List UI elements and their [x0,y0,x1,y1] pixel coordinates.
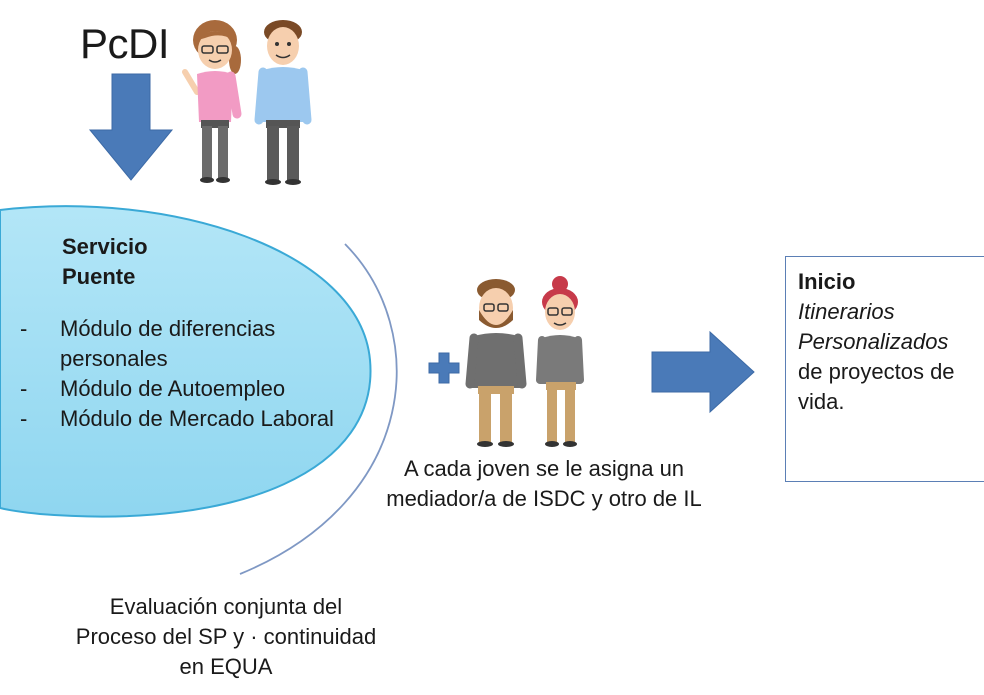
woman-figure [182,20,242,183]
result-line3: de proyectos de vida. [798,359,955,414]
service-title-line1: Servicio [62,234,148,259]
result-title: Inicio [798,269,856,294]
male-mediator-figure [465,279,527,447]
right-arrow-icon [651,330,755,414]
service-title-line2: Puente [62,264,136,289]
module-list: Módulo de diferencias personales Módulo … [20,314,360,434]
people-pair-icon [182,20,312,185]
module-item: Módulo de Mercado Laboral [20,404,360,434]
female-mediator-figure [536,276,584,447]
man-figure [254,20,312,185]
result-line2: Personalizados [798,329,949,354]
plus-icon [428,352,460,384]
pcdi-label: PcDI [80,20,170,67]
down-arrow-icon [88,73,174,181]
evaluation-caption: Evaluación conjunta del Proceso del SP y… [75,594,377,679]
module-item: Módulo de diferencias personales [20,314,360,374]
assignment-caption: A cada joven se le asigna un mediador/a … [386,456,702,511]
result-line1: Itinerarios [798,299,895,324]
module-item: Módulo de Autoempleo [20,374,360,404]
mediators-pair-icon [465,276,584,447]
result-box: Inicio Itinerarios Personalizados de pro… [785,256,984,482]
service-title: Servicio Puente [62,232,148,292]
